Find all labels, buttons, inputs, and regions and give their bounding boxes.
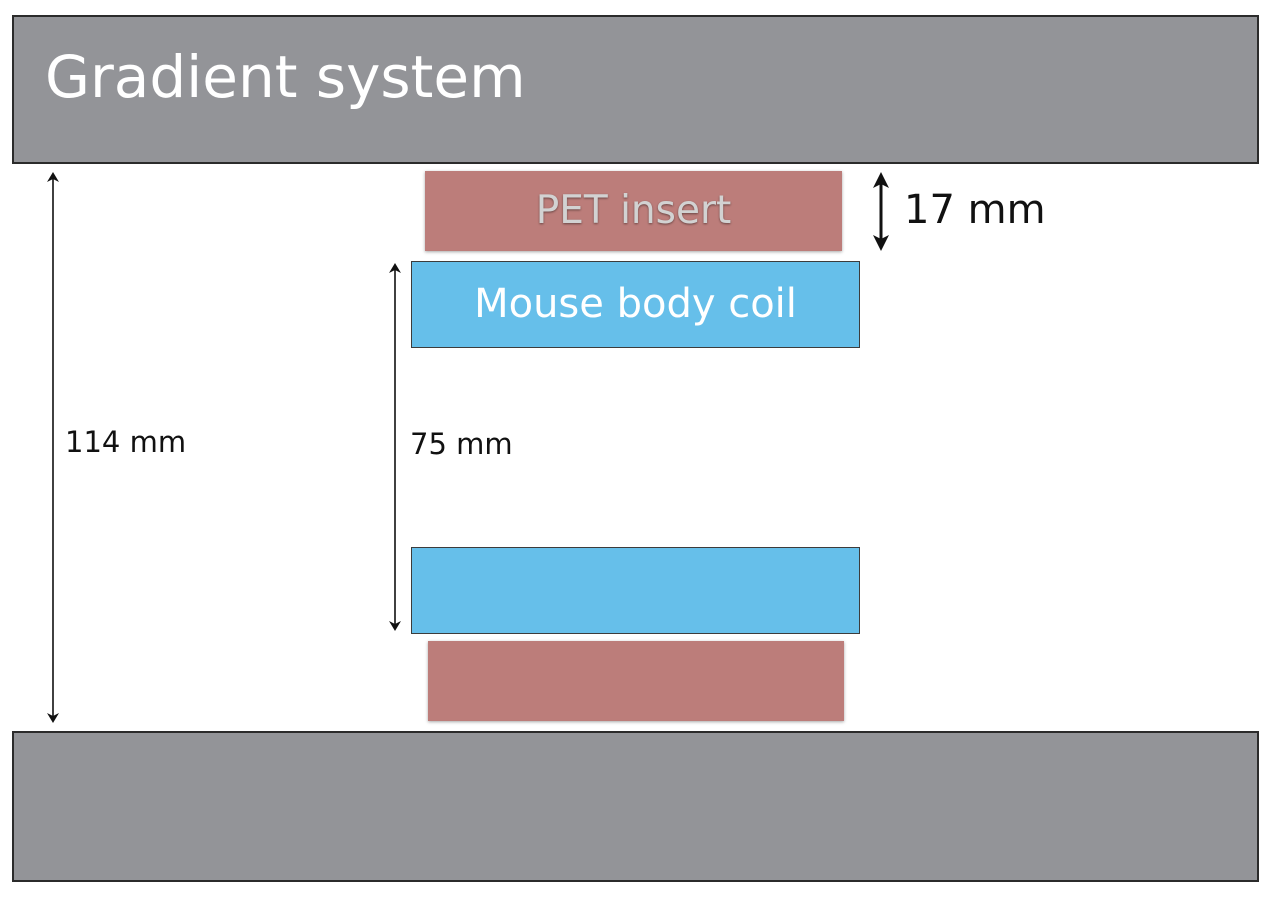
pet-insert-top [425, 171, 842, 251]
coil-bore-dimension: 75 mm [410, 427, 513, 461]
mouse-body-coil-label: Mouse body coil [474, 281, 797, 327]
gradient-bore-dimension: 114 mm [65, 425, 187, 459]
pet-insert-bottom [428, 641, 844, 721]
gradient-system-top [12, 15, 1259, 164]
mouse-body-coil-top [411, 261, 860, 348]
pet-insert-label: PET insert [535, 188, 732, 233]
gradient-system-bottom [12, 731, 1259, 882]
mouse-body-coil-bottom [411, 547, 860, 634]
pet-thickness-dimension: 17 mm [904, 187, 1046, 233]
gradient-system-label: Gradient system [45, 43, 526, 111]
